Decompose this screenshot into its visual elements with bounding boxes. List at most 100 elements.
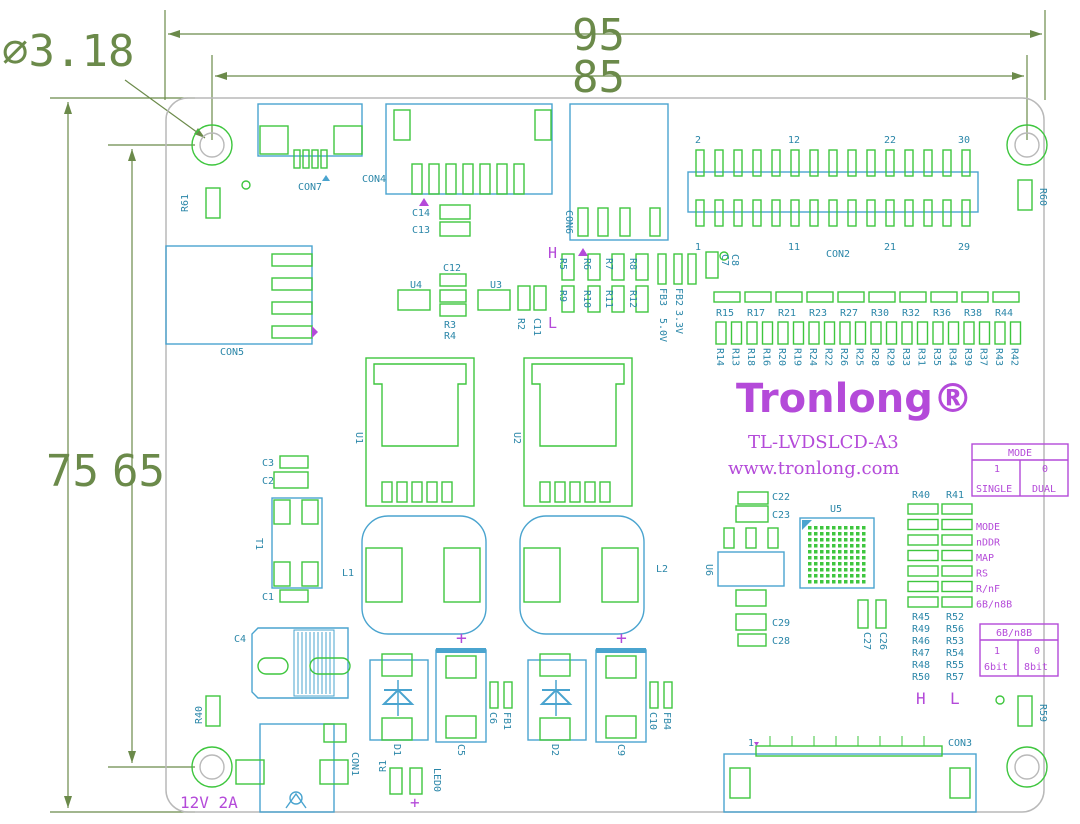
board-model: TL-LVDSLCD-A3	[748, 432, 899, 453]
con2-pin-top-12: 12	[788, 135, 800, 146]
con2-pad	[828, 149, 838, 177]
bga-ball	[814, 550, 818, 554]
u1-u2-footprints	[365, 357, 633, 507]
bga-ball	[826, 544, 830, 548]
config-label: nDDR	[976, 538, 1001, 549]
c3-label: C3	[262, 458, 274, 469]
resistor-pad	[1009, 321, 1022, 345]
resistor-label-bottom: R33	[900, 348, 911, 366]
con4-label: CON4	[362, 174, 386, 185]
config-resistor-pad	[941, 565, 973, 577]
dim-height-holes: 65	[112, 446, 165, 497]
con2-pad	[790, 199, 800, 227]
con5-footprint	[165, 245, 318, 345]
bga-ball	[832, 574, 836, 578]
bga-ball	[826, 538, 830, 542]
resistor-pad	[916, 321, 929, 345]
r58-label: R59	[1037, 704, 1048, 722]
bga-ball	[826, 526, 830, 530]
resistor-label-bottom: R35	[931, 348, 942, 366]
config-label: R/nF	[976, 584, 1000, 595]
bga-ball	[808, 532, 812, 536]
resistor-label-top: R17	[747, 308, 765, 319]
c5-plus: +	[456, 628, 467, 649]
bga-ball	[838, 574, 842, 578]
bit-table-t0: 8bit	[1024, 662, 1048, 673]
l1-label: L1	[342, 568, 354, 579]
bga-ball	[844, 574, 848, 578]
bga-ball	[814, 538, 818, 542]
config-resistor-name: R47	[912, 648, 930, 659]
mode-table-v0: 0	[1042, 464, 1048, 475]
config-resistor-pad	[907, 549, 939, 562]
resistor-label-top: R27	[840, 308, 858, 319]
bit-table	[979, 623, 1059, 677]
r61-label: R40	[194, 706, 205, 724]
bga-ball	[862, 556, 866, 560]
resistor-label-bottom: R43	[993, 348, 1004, 366]
bga-ball	[856, 568, 860, 572]
config-resistor-name: R49	[912, 624, 930, 635]
c2-label: C2	[262, 476, 274, 487]
con2-pad	[942, 199, 952, 227]
r4-label: R4	[444, 331, 456, 342]
con2-pad	[904, 199, 914, 227]
tronlong-logo: Tronlong®	[736, 376, 973, 422]
con2-pad	[771, 199, 781, 227]
bga-ball	[826, 550, 830, 554]
c12-label: C12	[443, 263, 461, 274]
bga-ball	[844, 526, 848, 530]
bga-ball	[850, 532, 854, 536]
mounting-holes	[191, 124, 1048, 788]
fb4-label: FB4	[661, 712, 672, 730]
fb3-label: FB3	[657, 288, 668, 306]
config-resistor-pad	[941, 518, 973, 531]
bga-ball	[850, 568, 854, 572]
bit-table-title: 6B/n8B	[996, 628, 1032, 639]
resistor-pad	[744, 291, 772, 303]
con2-pad	[847, 199, 857, 227]
resistor-pad	[854, 321, 867, 345]
u3-label: U3	[490, 280, 502, 291]
bga-ball	[838, 550, 842, 554]
mode-table-t1: SINGLE	[976, 484, 1012, 495]
con5-label: CON5	[220, 347, 244, 358]
bga-ball	[814, 556, 818, 560]
v33-label: 3.3V	[673, 310, 684, 334]
bga-ball	[862, 526, 866, 530]
bga-ball	[838, 526, 842, 530]
resistor-pad	[930, 291, 958, 303]
r3-label: R3	[444, 320, 456, 331]
con2-pad	[771, 149, 781, 177]
con3-pin1: 1	[748, 738, 754, 749]
bga-ball	[820, 532, 824, 536]
bga-ball	[820, 562, 824, 566]
bga-ball	[832, 526, 836, 530]
con2-pad	[961, 199, 971, 227]
bga-ball	[862, 544, 866, 548]
h-label-top: H	[548, 244, 557, 262]
bga-ball	[826, 568, 830, 572]
bga-ball	[832, 544, 836, 548]
bga-ball	[814, 544, 818, 548]
c13-label: C13	[412, 225, 430, 236]
board-outline	[165, 97, 1045, 813]
d1-label: D1	[391, 744, 402, 756]
c14-label: C14	[412, 208, 430, 219]
bga-ball	[850, 556, 854, 560]
config-resistor-name: R48	[912, 660, 930, 671]
bga-ball	[808, 526, 812, 530]
resistor-pad	[899, 291, 927, 303]
bga-ball	[856, 550, 860, 554]
r2-label: R2	[515, 318, 526, 330]
bga-ball	[826, 532, 830, 536]
con2-pad	[923, 199, 933, 227]
con7-footprint	[257, 103, 363, 181]
resistor-label-bottom: R24	[807, 348, 818, 366]
resistor-pad	[885, 321, 898, 345]
bga-ball	[844, 544, 848, 548]
dimension-lines	[50, 10, 1046, 813]
c23-label: C23	[772, 510, 790, 521]
